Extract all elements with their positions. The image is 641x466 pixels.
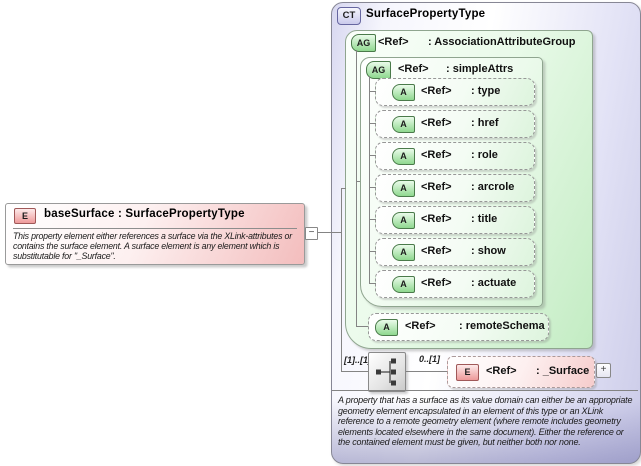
attribute-row-actuate[interactable]: A <Ref> : actuate: [375, 270, 535, 298]
divider-line: [13, 228, 297, 229]
element-name: : _Surface: [536, 365, 590, 377]
attribute-name: : actuate: [471, 277, 517, 289]
connector-line: [341, 371, 368, 372]
attribute-name: : remoteSchema: [459, 320, 545, 332]
connector-line: [369, 155, 376, 156]
ref-label: <Ref>: [421, 149, 452, 161]
connector-line: [356, 50, 357, 327]
attribute-name: : show: [471, 245, 506, 257]
attribute-row-title[interactable]: A <Ref> : title: [375, 206, 535, 234]
ref-label: <Ref>: [378, 36, 409, 48]
attribute-name: : role: [471, 149, 498, 161]
attribute-badge: A: [392, 276, 415, 293]
ref-label: <Ref>: [405, 320, 436, 332]
complex-type-title: SurfacePropertyType: [366, 8, 486, 20]
base-element-title: baseSurface : SurfacePropertyType: [44, 208, 245, 220]
element-badge: E: [14, 208, 36, 224]
base-element-annotation: This property element either references …: [13, 231, 292, 261]
attribute-name: : type: [471, 85, 501, 97]
attribute-row-href[interactable]: A <Ref> : href: [375, 110, 535, 138]
base-element-box[interactable]: E baseSurface : SurfacePropertyType This…: [5, 203, 305, 265]
collapse-minus-icon[interactable]: −: [305, 227, 318, 240]
connector-line: [404, 371, 447, 372]
attribute-badge: A: [392, 180, 415, 197]
surface-element-box[interactable]: E <Ref> : _Surface: [447, 356, 595, 388]
attribute-group-name: : AssociationAttributeGroup: [428, 36, 576, 48]
ref-label: <Ref>: [421, 245, 452, 257]
connector-line: [341, 188, 346, 189]
connector-line: [369, 123, 376, 124]
complex-type-badge: CT: [337, 7, 361, 25]
attribute-badge: A: [392, 116, 415, 133]
connector-line: [356, 326, 368, 327]
choice-compositor-icon[interactable]: [368, 352, 406, 392]
ref-label: <Ref>: [421, 117, 452, 129]
connector-line: [341, 188, 342, 372]
ref-label: <Ref>: [421, 181, 452, 193]
attribute-name: : title: [471, 213, 498, 225]
ref-label: <Ref>: [421, 277, 452, 289]
compositor-glyph: [376, 358, 396, 386]
attribute-row-remote-schema[interactable]: A <Ref> : remoteSchema: [368, 313, 549, 341]
connector-line: [317, 232, 341, 233]
attribute-badge: A: [392, 212, 415, 229]
attribute-row-role[interactable]: A <Ref> : role: [375, 142, 535, 170]
connector-line: [356, 181, 360, 182]
outer-cardinality-label: [1]..[1]: [344, 355, 371, 365]
connector-line: [369, 251, 376, 252]
attribute-name: : arcrole: [471, 181, 515, 193]
attribute-name: : href: [471, 117, 499, 129]
attribute-row-type[interactable]: A <Ref> : type: [375, 78, 535, 106]
annotation-divider-line: [332, 390, 638, 391]
attribute-row-arcrole[interactable]: A <Ref> : arcrole: [375, 174, 535, 202]
expand-plus-icon[interactable]: +: [596, 363, 611, 378]
ref-label: <Ref>: [486, 365, 517, 377]
attribute-group-badge: AG: [351, 34, 376, 52]
attribute-row-show[interactable]: A <Ref> : show: [375, 238, 535, 266]
attribute-badge: A: [375, 319, 398, 336]
element-badge: E: [456, 364, 479, 381]
attribute-badge: A: [392, 148, 415, 165]
ref-label: <Ref>: [398, 63, 429, 75]
ref-label: <Ref>: [421, 85, 452, 97]
attribute-badge: A: [392, 244, 415, 261]
attribute-group-name: : simpleAttrs: [446, 63, 514, 75]
connector-line: [369, 76, 370, 284]
connector-line: [369, 219, 376, 220]
connector-line: [369, 91, 376, 92]
connector-line: [369, 283, 376, 284]
ref-label: <Ref>: [421, 213, 452, 225]
inner-cardinality-label: 0..[1]: [419, 354, 441, 364]
attribute-badge: A: [392, 84, 415, 101]
connector-line: [369, 187, 376, 188]
complex-type-annotation: A property that has a surface as its val…: [338, 395, 633, 448]
